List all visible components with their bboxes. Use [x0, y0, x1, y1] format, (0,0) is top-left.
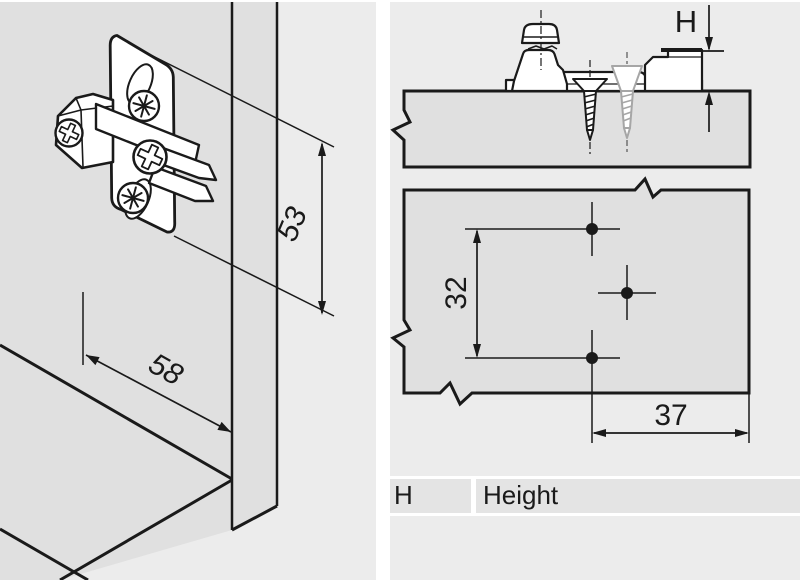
bottom-screw-icon	[116, 181, 150, 215]
drill-hole-bottom	[586, 352, 598, 364]
plate-right-wing	[643, 48, 704, 93]
wood-panel-front	[390, 176, 751, 407]
plate-hook-lower	[147, 165, 215, 203]
dim-37-label: 37	[654, 399, 687, 432]
right-view-canvas: H	[390, 2, 800, 580]
dimension-32: 32	[440, 229, 481, 358]
right-panel-section-view: H	[390, 2, 800, 580]
legend-table: H Height	[390, 476, 800, 516]
dimension-H: H	[675, 4, 724, 132]
arm-screw-cross-icon	[58, 122, 80, 144]
left-view-canvas: 53 58	[0, 2, 376, 580]
top-screw-icon	[127, 89, 161, 123]
mounting-screw-dark-icon	[572, 60, 608, 154]
plate-side-view	[504, 10, 704, 154]
height-symbol-label: H	[675, 4, 697, 39]
drilling-pattern-view: 32 37	[390, 176, 751, 443]
dim-32-label: 32	[440, 276, 473, 309]
drill-hole-top	[586, 223, 598, 235]
legend-label: Height	[483, 480, 559, 510]
legend-symbol: H	[394, 480, 413, 510]
mounting-plate-3d	[54, 34, 218, 234]
left-panel-3d-view: 53 58	[0, 2, 376, 580]
height-adjust-screw-icon	[510, 10, 569, 93]
legend-symbol-cell	[390, 479, 471, 513]
mounting-screw-light-icon	[611, 52, 643, 152]
legend-label-cell	[476, 479, 800, 513]
drill-hole-middle	[621, 287, 633, 299]
dimension-37: 37	[592, 393, 750, 443]
wood-panel-cross-section	[390, 89, 752, 169]
cam-screw-icon	[132, 139, 168, 175]
